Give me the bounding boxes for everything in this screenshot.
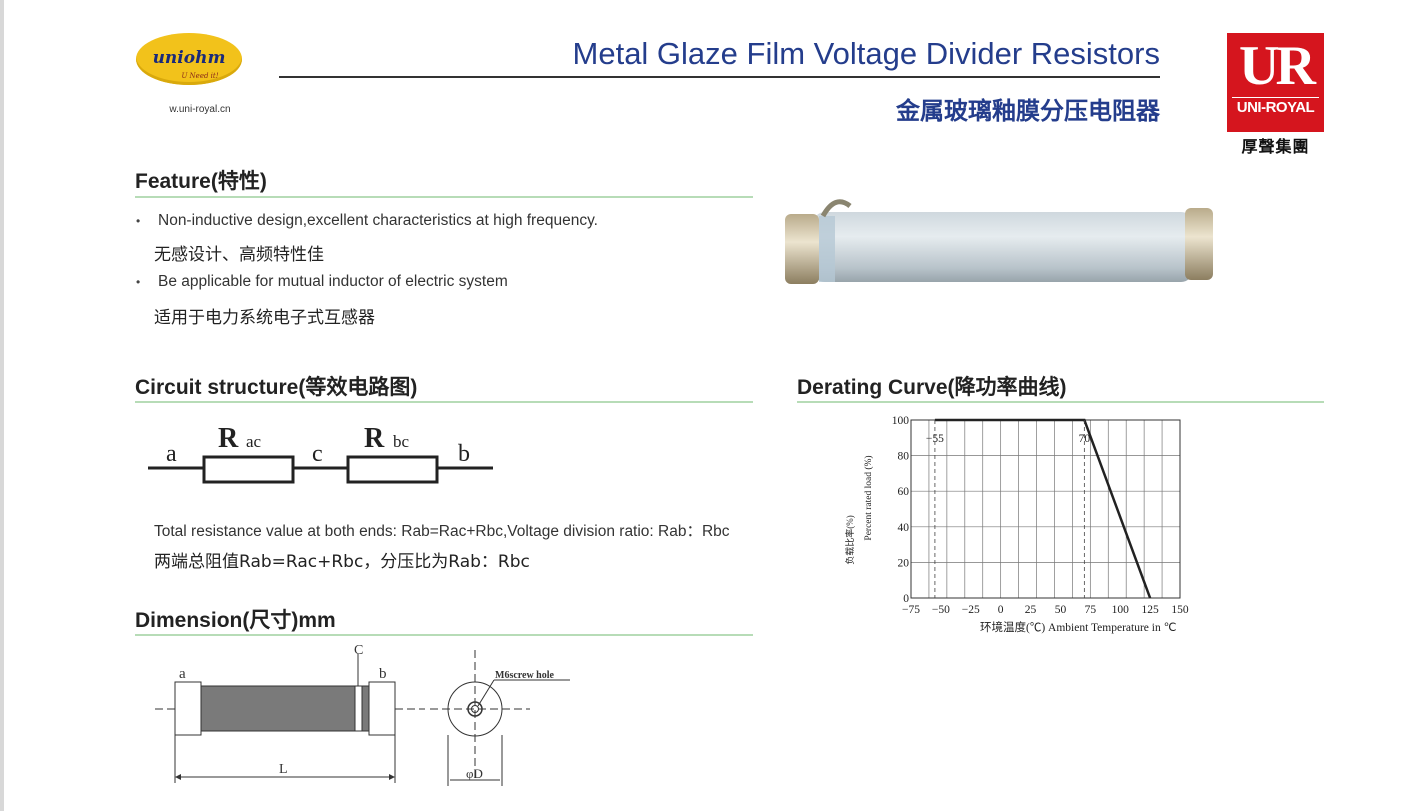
ur-logo-name: UNI-ROYAL	[1236, 99, 1315, 116]
derating-heading: Derating Curve(降功率曲线)	[797, 376, 1067, 399]
node-b-label: b	[458, 441, 470, 467]
screw-label: M6screw hole	[495, 670, 555, 681]
x-tick-label: 150	[1171, 604, 1189, 616]
derating-chart: −75 −50 −25 0 25 50 75 100 125 150 0 20 40 60 80 100 −5…	[844, 415, 1189, 634]
resistor-rbc	[346, 455, 439, 484]
x-tick-label: −50	[932, 604, 950, 616]
node-c-label: c	[312, 441, 323, 467]
y-tick-label: 0	[903, 593, 909, 605]
logo-text: uniohm	[152, 48, 226, 68]
rac-subscript: ac	[246, 432, 262, 451]
feature-item-2-en: Be applicable for mutual inductor of ele…	[158, 273, 508, 290]
resistor-body	[813, 212, 1193, 282]
chart-annotations: −55 70	[926, 420, 1090, 598]
uniroyal-logo	[1227, 33, 1324, 132]
node-a-label: a	[166, 441, 177, 467]
title-underline	[279, 76, 1160, 78]
circuit-rule	[135, 401, 753, 403]
dimension-rule	[135, 634, 753, 636]
dim-label-c: C	[354, 643, 363, 658]
dim-label-length: L	[279, 762, 288, 777]
x-tick-label: 0	[998, 604, 1004, 616]
website-url: w.uni-royal.cn	[169, 104, 231, 115]
feature-item-2-cn: 适用于电力系统电子式互感器	[154, 308, 375, 328]
rac-label: R	[218, 423, 239, 454]
chart-series	[934, 418, 1152, 599]
formula-cn: 两端总阻值Rab=Rac+Rbc，分压比为Rab：Rbc	[154, 552, 530, 572]
dim-cap-right	[368, 681, 396, 736]
terminal-clip	[820, 199, 852, 218]
dimension-heading: Dimension(尺寸)mm	[135, 609, 336, 632]
circuit-heading: Circuit structure(等效电路图)	[135, 376, 418, 399]
product-photo	[785, 199, 1213, 284]
dim-label-diameter: φD	[466, 766, 483, 781]
page-title-en: Metal Glaze Film Voltage Divider Resisto…	[572, 36, 1160, 71]
dimension-drawing: a C b L M6screw hole φD	[155, 643, 570, 786]
ur-logo-divider	[1232, 97, 1319, 98]
rbc-label: R	[364, 423, 385, 454]
bullet-icon: •	[136, 275, 141, 289]
ur-logo-letters: UR	[1239, 35, 1316, 97]
resistor-rac	[202, 455, 295, 484]
x-tick-label: −75	[902, 604, 920, 616]
y-tick-label: 100	[892, 415, 910, 427]
derating-line	[934, 418, 1152, 599]
y-tick-label: 60	[898, 486, 910, 498]
ur-logo-chinese: 厚聲集團	[1241, 137, 1310, 156]
x-tick-label: 100	[1112, 604, 1130, 616]
annotation-label: −55	[926, 433, 944, 445]
dim-tap-band	[354, 685, 363, 732]
screw-hole-inner	[471, 705, 479, 713]
chart-ylabel-cn: 负载比率(%)	[844, 515, 855, 565]
dim-label-a: a	[179, 666, 186, 682]
chart-xlabel: 环境温度(℃) Ambient Temperature in ℃	[980, 620, 1177, 634]
uniohm-logo	[136, 33, 242, 85]
x-tick-label: 25	[1025, 604, 1037, 616]
rbc-subscript: bc	[393, 432, 410, 451]
logo-slogan: U Need it!	[181, 72, 219, 80]
feature-item-1-en: Non-inductive design,excellent character…	[158, 212, 598, 229]
x-tick-label: 125	[1141, 604, 1159, 616]
circuit-diagram: a R ac c R bc b	[148, 423, 493, 484]
feature-heading: Feature(特性)	[135, 170, 267, 193]
feature-rule	[135, 196, 753, 198]
x-tick-label: −25	[962, 604, 980, 616]
feature-item-1-cn: 无感设计、高频特性佳	[154, 245, 324, 265]
dim-label-b: b	[379, 666, 387, 682]
x-tick-label: 50	[1055, 604, 1067, 616]
y-tick-label: 20	[898, 557, 910, 569]
page-title-cn: 金属玻璃釉膜分压电阻器	[896, 97, 1160, 125]
page-edge	[0, 0, 4, 811]
end-cap-left	[785, 214, 819, 284]
bullet-icon: •	[136, 214, 141, 228]
terminal-band	[819, 216, 835, 282]
dim-body	[200, 685, 370, 732]
chart-ylabel: Percent rated load (%)	[863, 455, 874, 540]
dim-cap-left	[174, 681, 202, 736]
annotation-label: 70	[1079, 433, 1091, 445]
screw-hole-outer	[467, 701, 483, 717]
formula-en: Total resistance value at both ends: Rab…	[154, 523, 730, 540]
x-tick-label: 75	[1085, 604, 1097, 616]
y-tick-label: 40	[898, 522, 910, 534]
chart-tick-labels: −75 −50 −25 0 25 50 75 100 125 150 0 20 40 60 80 100	[892, 415, 1189, 616]
end-view-circle	[447, 681, 503, 737]
screw-leader	[477, 679, 495, 707]
y-tick-label: 80	[898, 451, 910, 463]
derating-rule	[797, 401, 1324, 403]
end-cap-right	[1185, 208, 1213, 280]
